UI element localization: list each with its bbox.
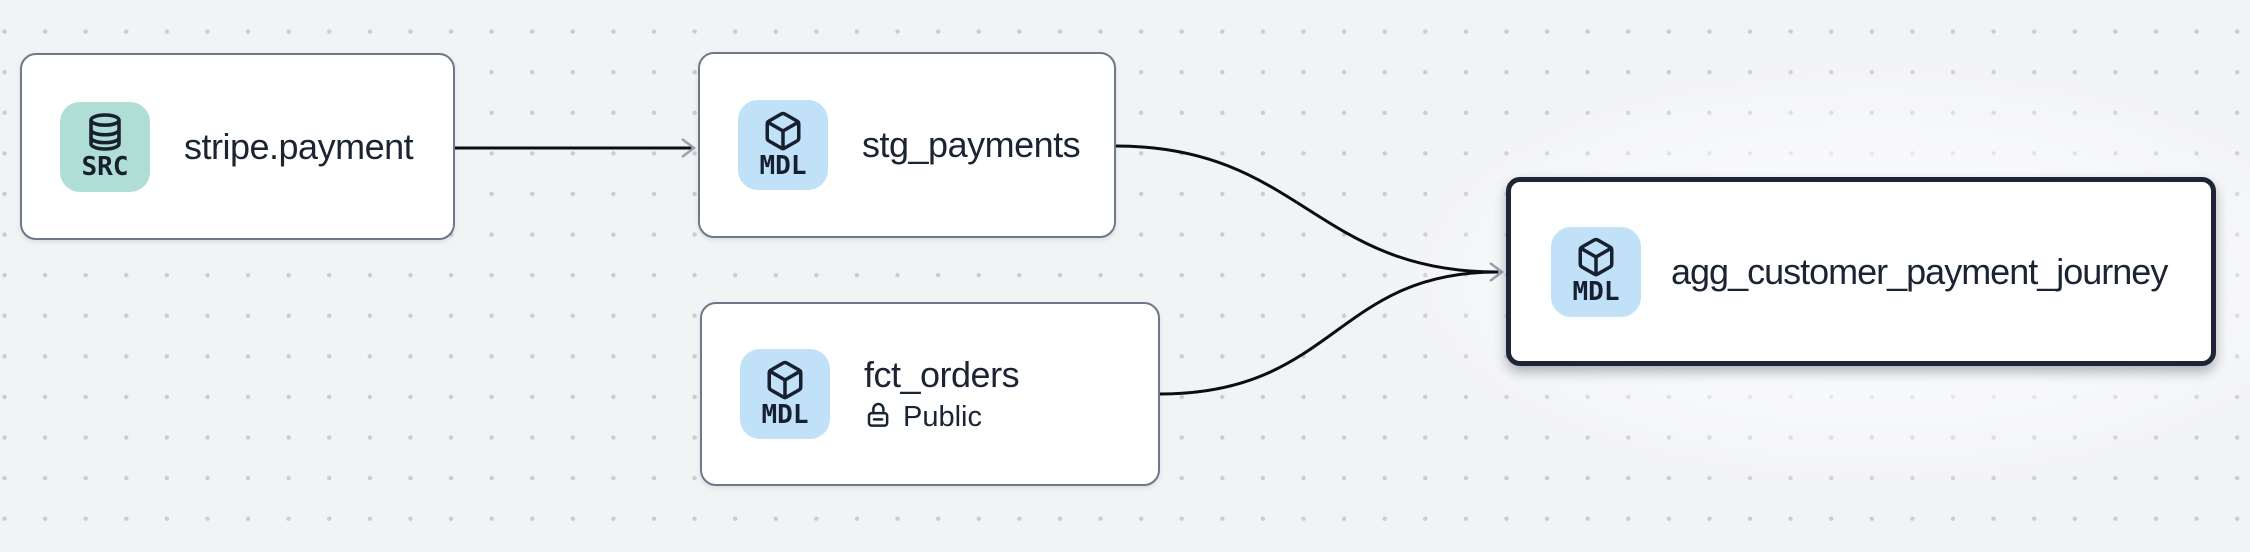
node-label: agg_customer_payment_journey (1671, 250, 2168, 292)
cube-icon (1575, 236, 1617, 278)
access-label: Public (903, 401, 982, 434)
database-icon (84, 111, 126, 153)
model-type-badge: MDL (1551, 226, 1641, 317)
source-type-badge: SRC (60, 101, 150, 192)
cube-icon (764, 359, 806, 401)
node-agg-customer-payment-journey[interactable]: MDL agg_customer_payment_journey (1506, 177, 2216, 366)
badge-label: MDL (761, 399, 809, 430)
model-type-badge: MDL (740, 349, 830, 439)
model-type-badge: MDL (738, 100, 828, 190)
node-label: fct_orders (864, 353, 1020, 395)
node-stg-payments[interactable]: MDL stg_payments (698, 52, 1116, 238)
arrowhead-icon (1489, 262, 1505, 282)
edge-fct-orders-to-agg-customer-payment-journey[interactable] (1158, 262, 1505, 396)
cube-icon (762, 110, 804, 152)
node-fct-orders[interactable]: MDL fct_orders Public (700, 302, 1160, 486)
badge-label: SRC (81, 152, 129, 183)
badge-label: MDL (759, 150, 807, 181)
node-label: stripe.payment (184, 125, 414, 167)
access-row: Public (864, 400, 1019, 435)
edge-stg-payments-to-agg-customer-payment-journey[interactable] (1114, 144, 1499, 274)
node-label: stg_payments (862, 124, 1081, 166)
badge-label: MDL (1572, 277, 1620, 308)
edge-stripe-payment-to-stg-payments[interactable] (453, 138, 697, 158)
arrowhead-icon (681, 138, 697, 158)
node-stripe-payment[interactable]: SRC stripe.payment (20, 53, 455, 240)
unlock-icon (864, 400, 894, 435)
